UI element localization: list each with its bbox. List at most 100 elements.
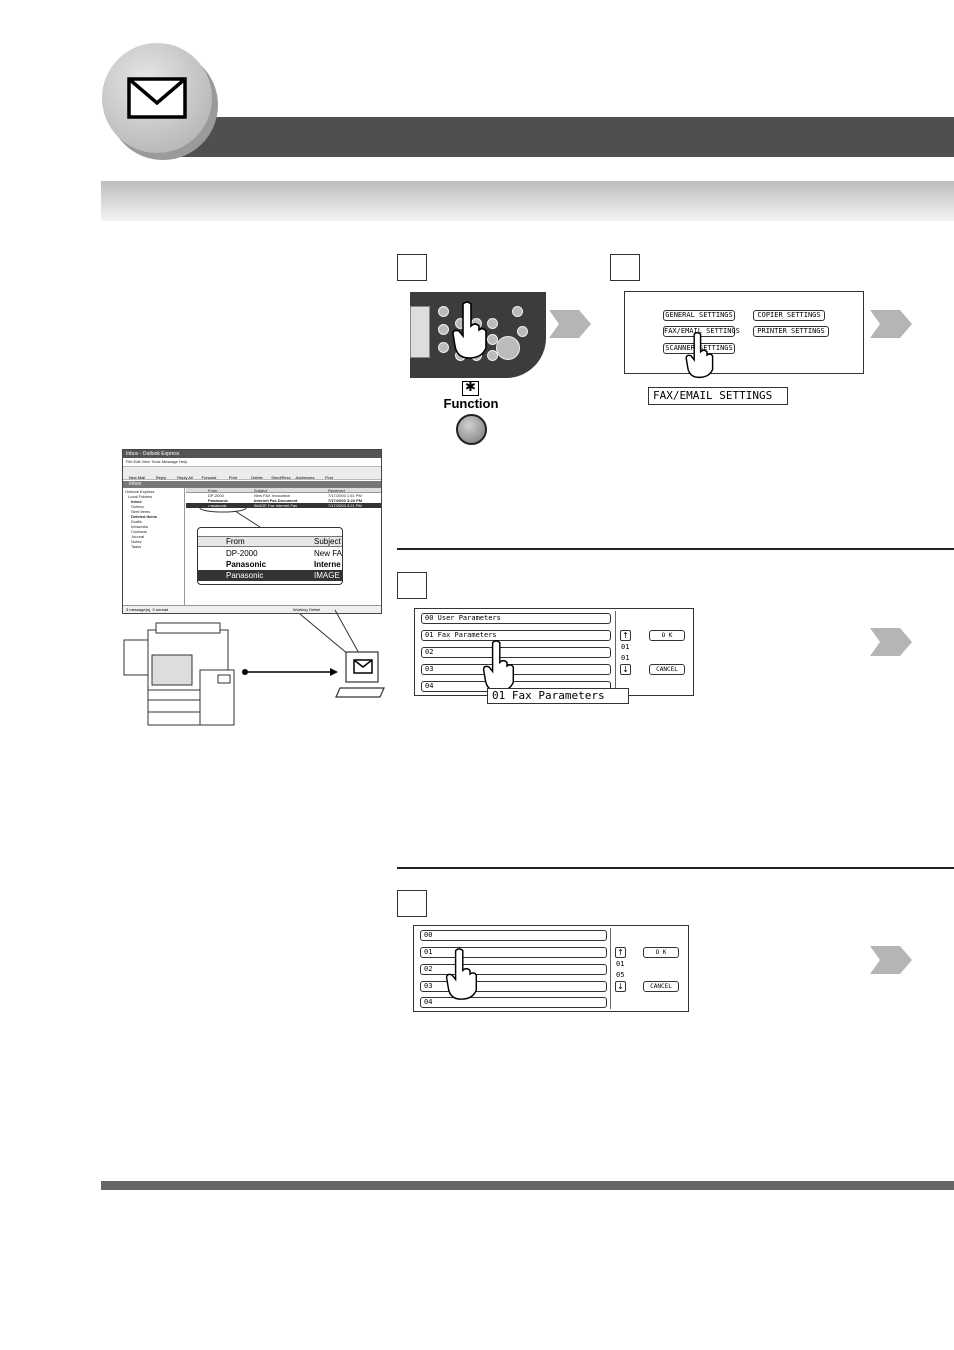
parameter-row[interactable]: 02: [421, 647, 611, 658]
copier-to-pc-illustration: [123, 622, 385, 726]
ok-button[interactable]: O K: [643, 947, 679, 958]
cancel-button[interactable]: CANCEL: [649, 664, 685, 675]
toolbar-item[interactable]: Print: [228, 475, 238, 480]
folder-item[interactable]: Local Folders: [128, 494, 153, 499]
list-separator: [615, 611, 616, 693]
scroll-down-arrow-icon[interactable]: ↓: [620, 664, 631, 675]
footer-rule: [101, 1181, 954, 1190]
panel-key: [487, 334, 498, 345]
folder-header: Inbox: [123, 481, 381, 488]
fax-parameters-callout: 01 Fax Parameters: [487, 688, 629, 704]
folder-item[interactable]: Notes: [131, 539, 142, 544]
folder-item[interactable]: Deleted Items: [131, 514, 158, 519]
section-divider: [397, 548, 954, 550]
panel-key: [438, 306, 449, 317]
scroll-down-arrow-icon[interactable]: ↓: [615, 981, 626, 992]
parameter-row[interactable]: 04: [420, 997, 607, 1008]
zoom-header: From Subject: [198, 536, 342, 547]
toolbar-item[interactable]: Find: [325, 475, 333, 480]
parameter-row[interactable]: 01: [420, 947, 607, 958]
envelope-icon: [127, 77, 187, 119]
parameter-row[interactable]: 03: [420, 981, 607, 992]
message-list: From Subject Received DP-2000 New FAX In…: [186, 488, 381, 606]
panel-key: [487, 350, 498, 361]
zoom-row: Panasonic Interne: [226, 560, 341, 569]
step-1-number-box: [397, 254, 427, 281]
ok-button[interactable]: O K: [649, 630, 685, 641]
panel-key: [438, 324, 449, 335]
pointing-hand-icon: [685, 331, 714, 379]
zoom-row: DP-2000 New FA: [226, 549, 343, 558]
toolbar-item[interactable]: Send/Recv: [271, 475, 291, 480]
next-chevron-icon: [870, 310, 912, 338]
function-key-label: Function: [443, 396, 499, 411]
function-key-button[interactable]: [456, 414, 487, 445]
pointing-hand-icon: [482, 640, 515, 692]
fax-parameters-screen: 00 User Parameters 01 Fax Parameters 02 …: [414, 608, 694, 696]
section-divider: [397, 867, 954, 869]
folder-item[interactable]: Journal: [131, 534, 145, 539]
parameter-row[interactable]: 00 User Parameters: [421, 613, 611, 624]
settings-menu-screen: GENERAL SETTINGS COPIER SETTINGS FAX/EMA…: [624, 291, 864, 374]
section-header-bar: [101, 181, 954, 221]
toolbar-item[interactable]: Reply: [155, 475, 167, 480]
folder-item[interactable]: Tasks: [131, 544, 142, 549]
folder-item[interactable]: Infoworks: [131, 524, 149, 529]
folder-tree: Outlook Express Local Folders Inbox Outb…: [123, 488, 185, 606]
toolbar-item[interactable]: Addresses: [295, 475, 315, 480]
folder-item[interactable]: Outbox: [131, 504, 144, 509]
folder-item[interactable]: Drafts: [131, 519, 142, 524]
general-settings-button[interactable]: GENERAL SETTINGS: [663, 310, 735, 321]
message-row[interactable]: DP-2000 New FAX Invocation 7/17/2000 1:5…: [208, 493, 362, 498]
message-row[interactable]: Panasonic Internet Fax Document 7/17/200…: [208, 498, 363, 503]
folder-item[interactable]: Outlook Express: [125, 489, 155, 494]
next-chevron-icon: [870, 628, 912, 656]
cancel-button[interactable]: CANCEL: [643, 981, 679, 992]
panel-key: [487, 318, 498, 329]
header-bar: [170, 117, 954, 157]
toolbar-item[interactable]: New Mail: [128, 475, 146, 480]
folder-item[interactable]: Sent Items: [131, 509, 151, 514]
step-3-number-box: [397, 572, 427, 599]
parameter-row[interactable]: 03: [421, 664, 611, 675]
fax-email-settings-callout: FAX/EMAIL SETTINGS: [648, 387, 788, 405]
status-bar: 3 message(s), 0 unread Working Online: [123, 605, 381, 613]
page-current: 01: [621, 643, 630, 651]
page-current: 01: [616, 960, 625, 968]
parameter-row[interactable]: 02: [420, 964, 607, 975]
toolbar-item[interactable]: Reply All: [177, 475, 193, 480]
next-chevron-icon: [870, 946, 912, 974]
page-total: 05: [616, 971, 625, 979]
step-4-number-box: [397, 890, 427, 917]
page-total: 01: [621, 654, 630, 662]
parameter-row[interactable]: 01 Fax Parameters: [421, 630, 611, 641]
start-key: [496, 336, 520, 360]
folder-item[interactable]: Inbox: [131, 499, 142, 504]
scroll-up-arrow-icon[interactable]: ↑: [620, 630, 631, 641]
panel-key: [517, 326, 528, 337]
step-2-number-box: [610, 254, 640, 281]
toolbar-item[interactable]: Delete: [251, 475, 263, 480]
window-toolbar: New Mail Reply Reply All Forward Print Delete…: [123, 466, 381, 480]
parameter-row[interactable]: 00: [420, 930, 607, 941]
scroll-up-arrow-icon[interactable]: ↑: [615, 947, 626, 958]
window-menu-bar: File Edit View Tools Message Help: [126, 459, 188, 464]
message-row-selected[interactable]: Panasonic IMAGE Fax Internet Fax 7/17/20…: [186, 503, 381, 508]
next-chevron-icon: [549, 310, 591, 338]
message-list-header: From Subject Received: [186, 488, 381, 493]
zoom-connector-lines: [199, 503, 361, 661]
window-title: Inbox - Outlook Express: [123, 450, 381, 458]
folder-item[interactable]: Contacts: [131, 529, 147, 534]
zoom-row-selected: Panasonic IMAGE I: [198, 570, 342, 581]
toolbar-item[interactable]: Forward: [201, 475, 217, 480]
message-list-zoom: From Subject DP-2000 New FA Panasonic In…: [197, 527, 343, 585]
pointing-hand-icon: [452, 301, 487, 359]
printer-settings-button[interactable]: PRINTER SETTINGS: [753, 326, 829, 337]
panel-key: [512, 306, 523, 317]
list-separator: [610, 928, 611, 1009]
pointing-hand-icon: [445, 948, 478, 1000]
copier-settings-button[interactable]: COPIER SETTINGS: [753, 310, 825, 321]
panel-lcd: [410, 306, 430, 358]
function-star-icon: ✱: [462, 381, 479, 396]
panel-key: [438, 342, 449, 353]
